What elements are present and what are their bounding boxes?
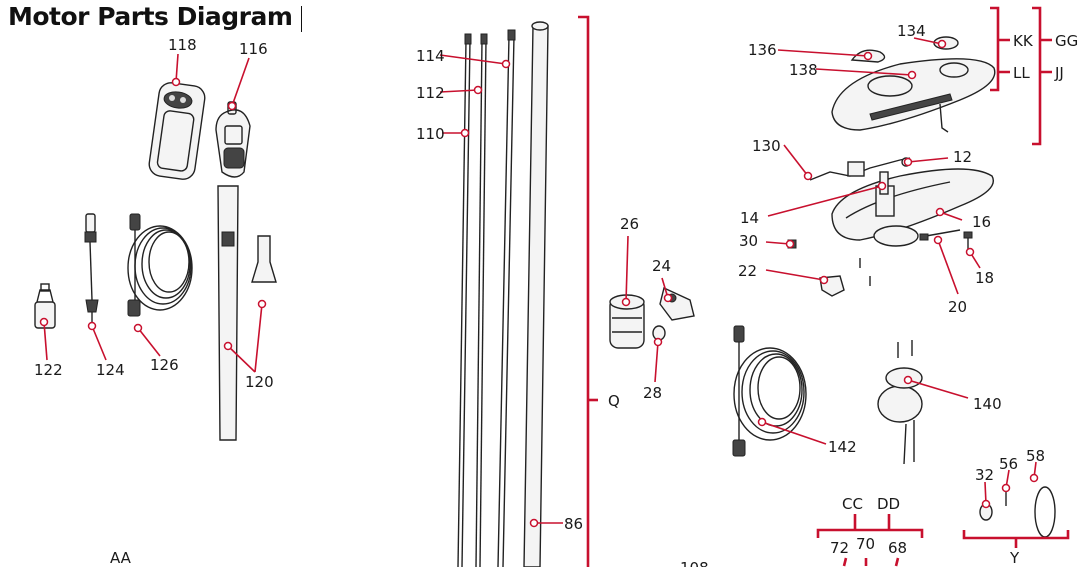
usb-cable-124[interactable] [84,213,99,322]
label-130: 130 [752,137,781,155]
label-120: 120 [245,373,274,391]
label-20: 20 [948,298,967,316]
label-134: 134 [897,22,926,40]
label-126: 126 [150,356,179,374]
group-label-cc: CC [842,495,863,513]
label-112: 112 [416,84,445,102]
label-18: 18 [975,269,994,287]
label-30: 30 [739,232,758,250]
group-label-ll: LL [1013,64,1030,82]
text-cursor [301,6,302,32]
leader-dots [39,39,1039,528]
cable-112[interactable] [475,33,488,567]
label-12: 12 [953,148,972,166]
clamp-bracket-24[interactable] [659,287,695,321]
handheld-remote-116[interactable] [215,101,251,178]
label-122: 122 [34,361,63,379]
group-label-jj: JJ [1054,64,1064,82]
lanyard-strap-120[interactable] [217,185,277,441]
screws [859,258,871,286]
label-58: 58 [1026,447,1045,465]
label-16: 16 [972,213,991,231]
label-110: 110 [416,125,445,143]
label-108: 108 [680,559,709,567]
label-116: 116 [239,40,268,58]
label-72: 72 [830,539,849,557]
transducer-140[interactable] [877,340,923,465]
coiled-cable-126[interactable] [127,213,193,317]
label-32: 32 [975,466,994,484]
cable-114[interactable] [497,29,516,567]
label-24: 24 [652,257,671,275]
shaft-86[interactable] [523,21,549,567]
label-28: 28 [643,384,662,402]
motor-head-cover-138[interactable] [831,58,996,133]
group-label-gg: GG [1055,32,1078,50]
label-124: 124 [96,361,125,379]
label-118: 118 [168,36,197,54]
group-brackets [578,6,1070,567]
group-label-kk: KK [1013,32,1034,50]
label-68: 68 [888,539,907,557]
label-22: 22 [738,262,757,280]
remote-control-118[interactable] [148,81,207,180]
lower-housing-16[interactable] [831,168,994,247]
screw-20[interactable] [919,229,961,241]
o-ring-58[interactable] [1034,486,1056,538]
label-140: 140 [973,395,1002,413]
label-26: 26 [620,215,639,233]
screw-18[interactable] [963,231,973,250]
page-title: Motor Parts Diagram [8,2,293,31]
label-70: 70 [856,535,875,553]
label-86: 86 [564,515,583,533]
group-label-dd: DD [877,495,900,513]
label-142: 142 [828,438,857,456]
label-138: 138 [789,61,818,79]
group-label-aa: AA [110,549,132,567]
group-label-q: Q [608,392,620,410]
collar-clamp-26[interactable] [609,294,645,349]
cable-110[interactable] [457,33,472,567]
coiled-cable-142[interactable] [732,325,807,457]
label-136: 136 [748,41,777,59]
label-114: 114 [416,47,445,65]
group-label-y: Y [1009,549,1020,567]
label-56: 56 [999,455,1018,473]
label-14: 14 [740,209,759,227]
wire-harness-130[interactable] [809,157,911,181]
